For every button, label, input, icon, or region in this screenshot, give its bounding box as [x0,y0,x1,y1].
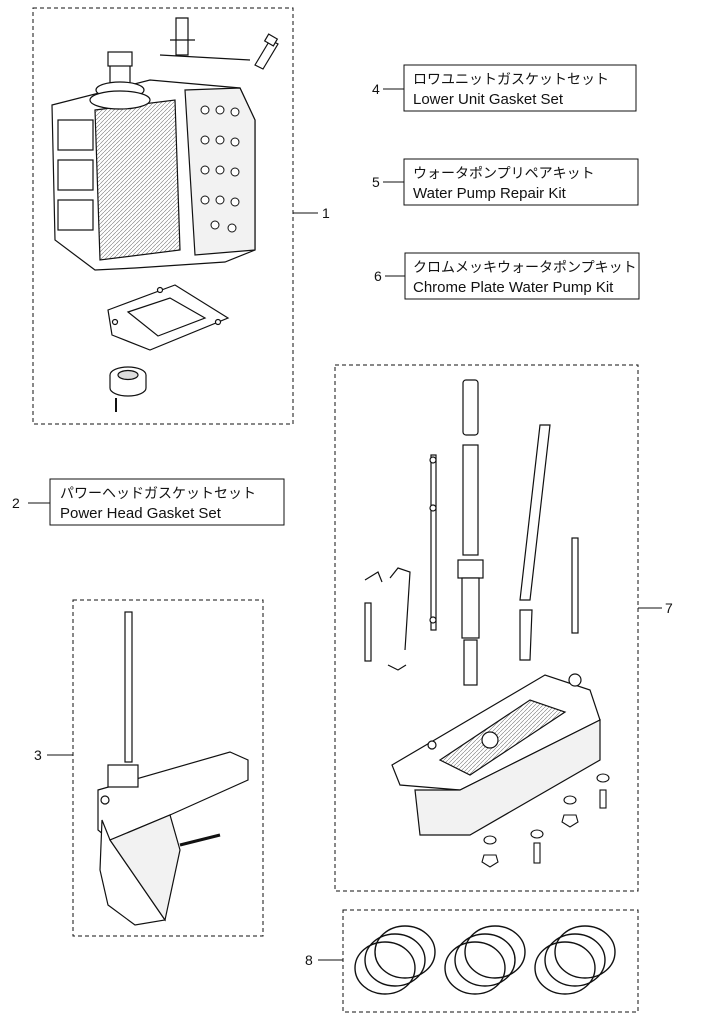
gearcase-drawing [97,751,249,926]
label-4-japanese: ロワユニットガスケットセット [413,72,609,88]
label-5-japanese: ウォータポンプリペアキット [413,166,595,182]
piston-rings-frame [342,909,639,1013]
water-pump-repair-kit-callout: 5 ウォータポンプリペアキット Water Pump Repair Kit [372,158,639,206]
driveshaft-drawing [124,611,133,763]
lower-unit-group: 3 [34,599,264,937]
label-4-english: Lower Unit Gasket Set [413,91,564,108]
water-pump-housing-group: 7 [334,364,673,892]
callout-number-2: 2 [12,495,20,511]
bracket-and-clip-drawing [364,567,411,671]
spark-plug-icon [254,33,279,70]
callout-number-1: 1 [322,205,330,221]
label-box-6 [404,252,640,300]
fastener-set [481,773,610,868]
head-gasket-drawing [107,284,230,351]
lower-unit-frame [72,599,264,937]
label-2-japanese: パワーヘッドガスケットセット [60,486,256,502]
water-tube-drawing [519,424,551,661]
callout-number-6: 6 [374,268,382,284]
piston-ring-set-3 [534,925,616,995]
lower-unit-gasket-set-callout: 4 ロワユニットガスケットセット Lower Unit Gasket Set [372,64,637,112]
label-6-english: Chrome Plate Water Pump Kit [413,279,614,296]
label-box-5 [403,158,639,206]
housing-kit-frame [334,364,639,892]
stud-bolt-drawing [364,537,579,662]
callout-number-7: 7 [665,600,673,616]
engine-block-drawing [51,17,256,271]
label-2-english: Power Head Gasket Set [60,505,222,522]
piston-rings-group: 8 [305,909,639,1013]
chrome-plate-water-pump-kit-callout: 6 クロムメッキウォータポンプキット Chrome Plate Water Pu… [374,252,640,300]
pump-housing-drawing [391,673,601,836]
label-5-english: Water Pump Repair Kit [413,185,567,202]
block-bolts [200,105,240,233]
oil-seal-drawing [109,366,147,412]
power-head-group: 1 [32,7,330,425]
label-box-2 [49,478,285,526]
shift-rod-drawing [429,454,437,631]
piston-ring-set-2 [444,925,526,995]
callout-number-5: 5 [372,174,380,190]
label-box-4 [403,64,637,112]
driveshaft-7-drawing [457,379,484,686]
callout-number-4: 4 [372,81,380,97]
power-head-frame [32,7,294,425]
callout-number-3: 3 [34,747,42,763]
callout-number-8: 8 [305,952,313,968]
label-6-japanese: クロムメッキウォータポンプキット [413,260,637,276]
piston-ring-set-1 [354,925,436,995]
power-head-gasket-set-callout: 2 パワーヘッドガスケットセット Power Head Gasket Set [12,478,285,526]
